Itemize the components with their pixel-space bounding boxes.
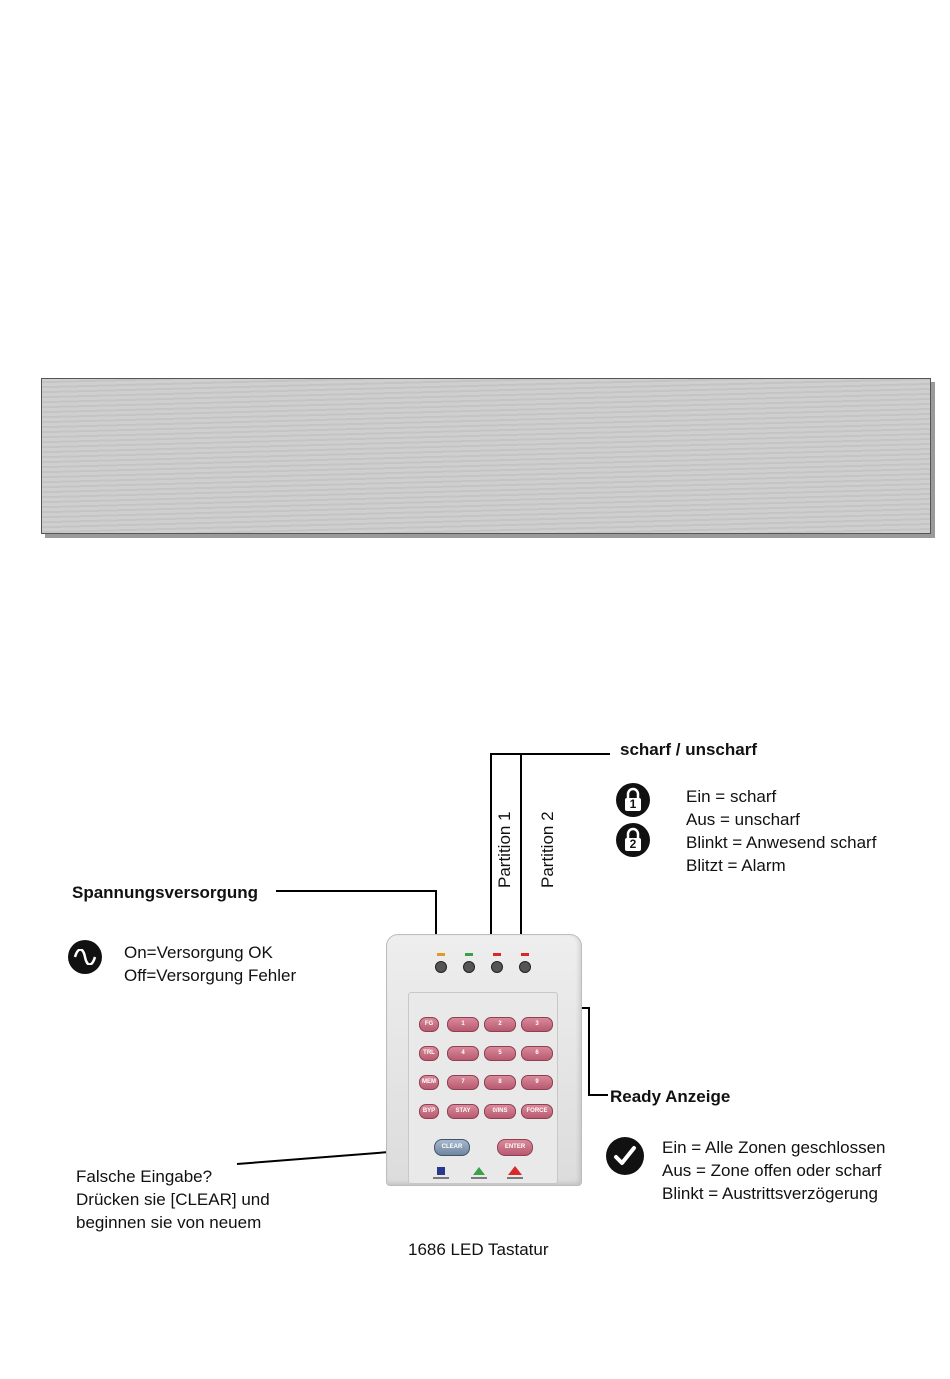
- ready-led-indicator: [465, 953, 473, 956]
- ready-line-3: Blinkt = Austrittsverzögerung: [662, 1184, 878, 1203]
- clear-line-1: Falsche Eingabe?: [76, 1167, 213, 1186]
- arm-line-1: Ein = scharf: [686, 787, 777, 806]
- panic-icons-strip: [431, 1165, 531, 1181]
- key-0-ins[interactable]: 0/INS: [484, 1104, 516, 1119]
- power-connector-v: [435, 890, 437, 942]
- key-fg[interactable]: FG: [419, 1017, 439, 1032]
- arm-line-4: Blitzt = Alarm: [686, 856, 786, 875]
- medical-panic-icon: [473, 1167, 485, 1175]
- ready-connector-end: [588, 1094, 608, 1096]
- partition2-line: [520, 753, 522, 943]
- checkmark-icon: [606, 1137, 644, 1175]
- partition2-led-indicator: [521, 953, 529, 956]
- partition1-led: [491, 961, 503, 973]
- lock-1-icon: 1: [616, 783, 650, 817]
- power-led: [435, 961, 447, 973]
- key-1[interactable]: 1: [447, 1017, 479, 1032]
- ready-led: [463, 961, 475, 973]
- key-7[interactable]: 7: [447, 1075, 479, 1090]
- keypad-panel: FG 1 2 3 TRL 4 5 6 MEM 7 8 9 BYP STAY 0/…: [408, 992, 558, 1184]
- police-panic-icon: [437, 1167, 445, 1175]
- key-trl[interactable]: TRL: [419, 1046, 439, 1061]
- power-line-2: Off=Versorgung Fehler: [124, 966, 297, 985]
- partition2-led: [519, 961, 531, 973]
- power-line-1: On=Versorgung OK: [124, 943, 273, 962]
- keypad-device: FG 1 2 3 TRL 4 5 6 MEM 7 8 9 BYP STAY 0/…: [386, 934, 582, 1186]
- ready-line-2: Aus = Zone offen oder scharf: [662, 1161, 882, 1180]
- arm-title: scharf / unscharf: [620, 740, 757, 759]
- enter-button[interactable]: ENTER: [497, 1139, 533, 1156]
- key-5[interactable]: 5: [484, 1046, 516, 1061]
- power-connector-h: [276, 890, 436, 892]
- key-9[interactable]: 9: [521, 1075, 553, 1090]
- partition1-line: [490, 753, 492, 943]
- arm-line-2: Aus = unscharf: [686, 810, 800, 829]
- key-mem[interactable]: MEM: [419, 1075, 439, 1090]
- ready-line-1: Ein = Alle Zonen geschlossen: [662, 1138, 886, 1157]
- keypad-caption: 1686 LED Tastatur: [408, 1240, 549, 1259]
- lock-2-icon: 2: [616, 823, 650, 857]
- key-8[interactable]: 8: [484, 1075, 516, 1090]
- ac-power-icon: [68, 940, 102, 974]
- arm-connector-top: [490, 753, 610, 755]
- key-4[interactable]: 4: [447, 1046, 479, 1061]
- partition1-label: Partition 1: [495, 811, 514, 888]
- clear-line-3: beginnen sie von neuem: [76, 1213, 262, 1232]
- arm-line-3: Blinkt = Anwesend scharf: [686, 833, 877, 852]
- key-2[interactable]: 2: [484, 1017, 516, 1032]
- power-title: Spannungsversorgung: [72, 883, 259, 902]
- key-stay[interactable]: STAY: [447, 1104, 479, 1119]
- clear-line-2: Drücken sie [CLEAR] und: [76, 1190, 270, 1209]
- power-led-indicator: [437, 953, 445, 956]
- clear-button[interactable]: CLEAR: [434, 1139, 470, 1156]
- header-banner: [41, 378, 931, 534]
- partition2-label: Partition 2: [538, 811, 557, 888]
- key-6[interactable]: 6: [521, 1046, 553, 1061]
- key-force[interactable]: FORCE: [521, 1104, 553, 1119]
- key-byp[interactable]: BYP: [419, 1104, 439, 1119]
- key-3[interactable]: 3: [521, 1017, 553, 1032]
- partition1-led-indicator: [493, 953, 501, 956]
- ready-title: Ready Anzeige: [610, 1087, 731, 1106]
- ready-connector-v2: [588, 1007, 590, 1095]
- fire-panic-icon: [508, 1166, 522, 1175]
